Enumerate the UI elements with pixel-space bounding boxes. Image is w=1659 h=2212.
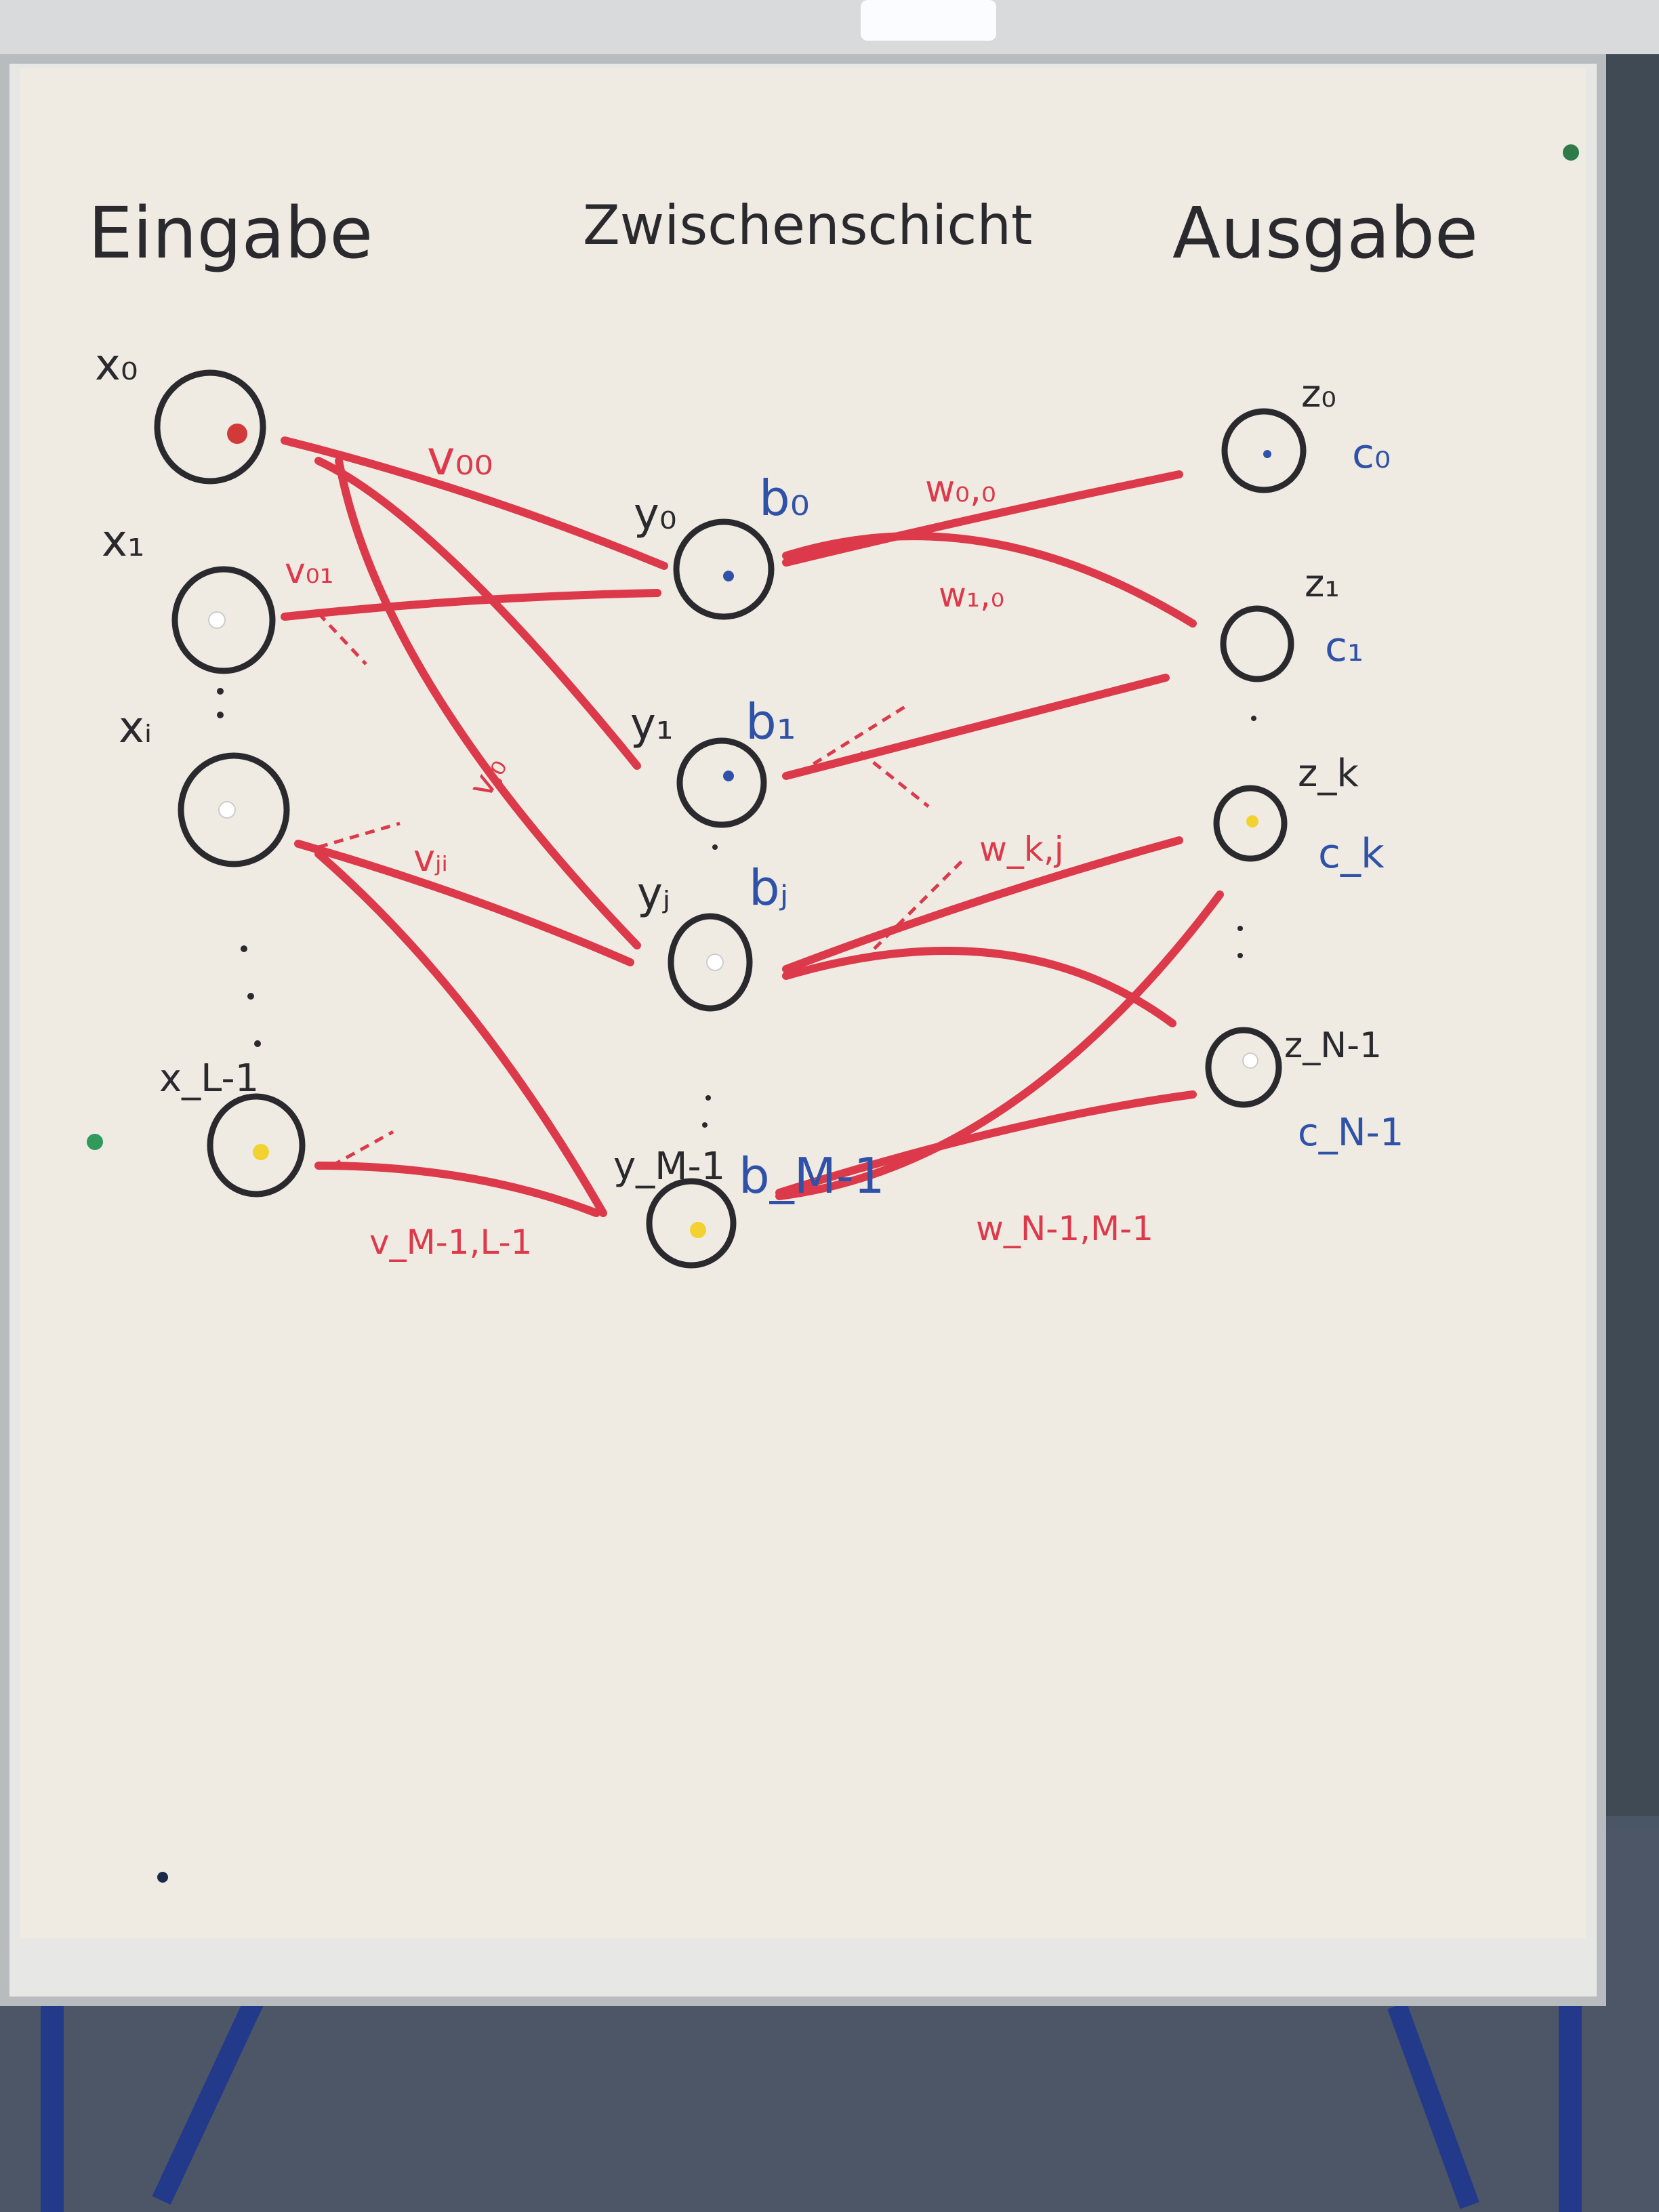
pushpin-icon: [218, 801, 236, 819]
label-x1: x₁: [102, 516, 145, 567]
edge-yj-dashed: [873, 859, 964, 950]
label-z1: z₁: [1305, 562, 1340, 606]
label-xi: xᵢ: [119, 703, 152, 753]
edge-y1-dashed-a: [798, 703, 909, 775]
label-v00: v₀₀: [427, 430, 493, 486]
node-yM1: [646, 1178, 737, 1269]
dots-input-e: [254, 1040, 261, 1047]
pushpin-icon: [723, 771, 734, 781]
layer-title-hidden: Zwischenschicht: [583, 194, 1032, 257]
edge-xi-yM1: [314, 850, 607, 1217]
pushpin-icon: [1242, 1052, 1258, 1069]
label-zk: z_k: [1298, 752, 1359, 796]
label-vji: vⱼᵢ: [413, 837, 448, 880]
edge-xL1-dashed: [331, 1130, 394, 1168]
label-bM1: b_M-1: [739, 1147, 885, 1204]
edge-yj-zk: [782, 836, 1183, 973]
node-xi: [178, 752, 290, 867]
node-x1: [171, 566, 276, 674]
edge-xL1-yM1: [314, 1162, 600, 1217]
dots-input-d: [247, 993, 254, 1000]
node-yj: [668, 913, 753, 1012]
dots-input-c: [241, 945, 247, 952]
dots-hidden-c: [702, 1122, 708, 1128]
label-cN1: c_N-1: [1298, 1111, 1404, 1155]
edge-x1-y0: [281, 589, 661, 621]
label-y0: y₀: [634, 489, 677, 539]
label-vM1L1: v_M-1,L-1: [369, 1223, 532, 1262]
dots-output-b: [1237, 926, 1243, 931]
label-yM1: y_M-1: [613, 1145, 725, 1189]
edge-xi-yj: [294, 840, 634, 966]
node-z0: [1221, 408, 1307, 493]
label-wkj: w_k,j: [979, 830, 1064, 869]
label-xL1: x_L-1: [159, 1057, 259, 1101]
layer-title-input: Eingabe: [88, 192, 373, 274]
layer-title-output: Ausgabe: [1172, 192, 1478, 274]
dots-hidden-b: [705, 1095, 711, 1101]
dots-hidden-a: [712, 844, 718, 850]
node-x0: [154, 369, 266, 485]
label-yj: yⱼ: [637, 869, 670, 919]
node-zN1: [1205, 1027, 1282, 1108]
label-wN1M1: w_N-1,M-1: [976, 1209, 1153, 1248]
label-c1: c₁: [1325, 623, 1364, 671]
label-y1: y₁: [630, 699, 674, 750]
label-z0: z₀: [1301, 372, 1336, 416]
ceiling-light: [861, 0, 996, 41]
pushpin-icon: [706, 954, 724, 971]
pushpin-icon: [157, 1872, 168, 1883]
pushpin-icon: [723, 571, 734, 581]
edge-xi-dashed: [318, 821, 401, 849]
edge-yj-zN1: [782, 946, 1176, 1027]
pushpin-icon: [227, 424, 247, 444]
wall-chalkboard: [1606, 54, 1659, 1816]
pushpin-icon: [87, 1134, 103, 1150]
edge-x0-y0: [281, 436, 668, 570]
dots-input-b: [217, 712, 224, 718]
ceiling: [0, 0, 1659, 54]
label-b0: b₀: [759, 470, 810, 527]
edge-y0-z1: [782, 532, 1197, 628]
node-y0: [673, 518, 775, 620]
edge-y0-z0: [782, 470, 1183, 567]
edge-yM1-zN1: [775, 1090, 1197, 1197]
label-bj: bⱼ: [749, 859, 788, 916]
label-w00: w₀,₀: [925, 468, 996, 510]
label-v01: v₀₁: [285, 551, 333, 592]
edge-yM1-zk: [775, 890, 1224, 1200]
dots-output-c: [1237, 953, 1243, 958]
node-zk: [1213, 785, 1288, 862]
edge-x0-yj: [335, 457, 641, 949]
label-zN1: z_N-1: [1284, 1025, 1382, 1066]
pushpin-icon: [208, 611, 226, 629]
label-c0: c₀: [1352, 430, 1391, 478]
edge-x1-dashed: [317, 612, 367, 665]
node-xL1: [207, 1093, 306, 1197]
node-z1: [1220, 605, 1294, 682]
pushpin-icon: [690, 1222, 706, 1238]
edge-x0-y1: [314, 457, 641, 770]
pushpin-icon: [1563, 144, 1579, 161]
pushpin-icon: [1263, 450, 1271, 458]
dots-output-a: [1251, 716, 1256, 721]
dots-input-a: [217, 688, 224, 695]
pushpin-icon: [1246, 815, 1258, 827]
label-x0: x₀: [95, 340, 138, 390]
label-b1: b₁: [745, 693, 796, 750]
node-y1: [676, 737, 767, 828]
edge-y1-dashed-b: [859, 751, 930, 808]
flipchart-paper: [20, 68, 1586, 1938]
label-w10: w₁,₀: [939, 575, 1004, 615]
label-ck: c_k: [1318, 830, 1385, 878]
pushpin-icon: [253, 1144, 269, 1160]
edge-y1-z1: [782, 674, 1170, 780]
